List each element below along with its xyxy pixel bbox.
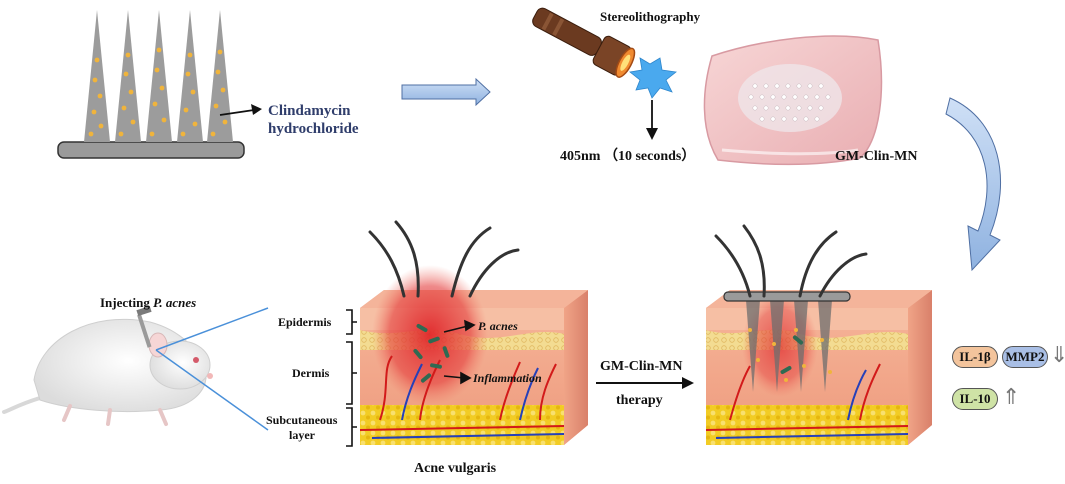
- patch-needles: [748, 83, 831, 122]
- layer-label: layer: [289, 428, 315, 442]
- decrease-arrow-icon: ⇓: [1050, 343, 1065, 368]
- stereolithography-label: Stereolithography: [600, 9, 701, 24]
- il-10-marker: IL-10: [952, 388, 998, 410]
- subcutaneous-label: Subcutaneous: [266, 413, 338, 427]
- wavelength-label: 405nm （10 seconds）: [560, 149, 696, 164]
- gm-clin-mn-patch: [703, 35, 883, 165]
- therapy-label-line2: therapy: [616, 393, 663, 408]
- skin-block-acne: [346, 220, 588, 447]
- skin-block-treated: [705, 224, 932, 445]
- acne-vulgaris-label: Acne vulgaris: [414, 461, 497, 476]
- mmp2-marker: MMP2: [1002, 346, 1048, 368]
- hairs: [368, 220, 520, 298]
- epidermis-label: Epidermis: [278, 315, 332, 329]
- callout-lines: [155, 307, 269, 431]
- block-arrow-right: [401, 77, 491, 107]
- gm-clin-mn-label: GM-Clin-MN: [835, 149, 918, 164]
- curved-arrow: [945, 97, 1001, 272]
- bacteria-cluster: [413, 324, 450, 383]
- injecting-prefix: Injecting: [100, 295, 154, 310]
- light-burst-icon: [629, 57, 677, 99]
- clindamycin-label: Clindamycin: [268, 103, 351, 119]
- injecting-species: P. acnes: [153, 295, 197, 310]
- inflammation-label: Inflammation: [473, 371, 542, 385]
- label-arrows: [443, 319, 476, 385]
- dermis-label: Dermis: [292, 366, 330, 380]
- hydrochloride-label: hydrochloride: [268, 121, 359, 137]
- il-1b-marker: IL-1β: [952, 346, 998, 368]
- down-pointer-arrow: [646, 100, 658, 140]
- therapy-arrow: [596, 377, 694, 389]
- microneedle-array: [57, 10, 245, 159]
- flashlight-icon: [532, 7, 636, 78]
- pointer-arrow: [219, 104, 262, 116]
- injecting-label: Injecting P. acnes: [100, 296, 196, 309]
- p-acnes-label: P. acnes: [478, 319, 518, 333]
- rat-illustration: [2, 305, 213, 426]
- increase-arrow-icon: ⇑: [1002, 385, 1021, 410]
- therapy-label-line1: GM-Clin-MN: [600, 359, 683, 374]
- brackets: [346, 309, 357, 447]
